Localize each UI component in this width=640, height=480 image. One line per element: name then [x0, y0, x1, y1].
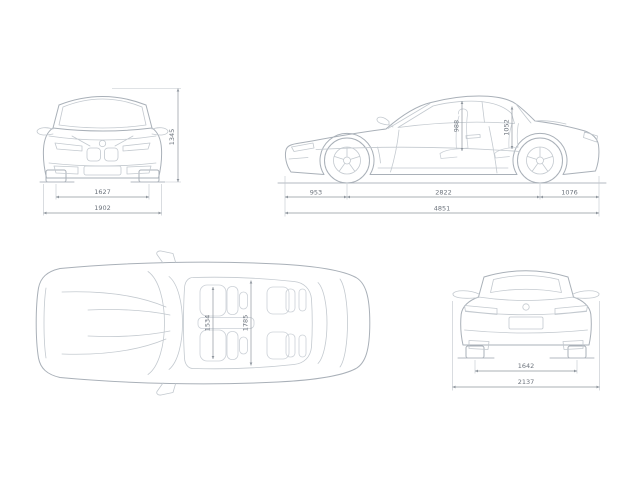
front-seat-back-right: [226, 331, 239, 360]
dimension-label-headroom-rear: 1052: [503, 119, 511, 136]
rear-tire: [517, 137, 563, 184]
rear-seat-left: [266, 286, 290, 315]
front-details: [36, 127, 169, 175]
roll-hoop-left: [298, 288, 307, 312]
dimension-label-rear-overhang: 1076: [561, 189, 578, 197]
rear-wheel-spokes: [527, 147, 553, 172]
extension-lines: [112, 88, 181, 183]
front-headrest-left: [239, 291, 248, 310]
dimension-label-rear-track: 1642: [518, 362, 535, 370]
dim-front-track: 1627: [55, 184, 150, 200]
extension-lines: [452, 301, 600, 391]
rear-body-outline: [460, 270, 592, 346]
dimension-label-overall-length: 4851: [434, 205, 451, 213]
rear-view: [452, 270, 600, 359]
rear-seat-back-left: [285, 288, 296, 313]
dimension-label-front-width: 1902: [94, 204, 111, 212]
rear-seat-back-right: [285, 333, 296, 358]
side-glass-and-top: [387, 100, 532, 129]
dimension-label-wheelbase: 2822: [435, 189, 452, 197]
rear-seat-right: [266, 331, 290, 360]
center-console: [197, 317, 255, 329]
roll-hoop-right: [298, 334, 307, 358]
dim-rear-track: 1642: [474, 360, 578, 374]
dim-side-headroom-front: 988: [453, 101, 464, 151]
dim-side-headroom-rear: 1052: [503, 106, 514, 149]
rear-hub: [536, 156, 544, 165]
license-plate-recess: [508, 316, 544, 330]
dim-front-width: 1902: [43, 184, 162, 216]
front-headrest-right: [239, 336, 248, 355]
top-cabin-opening: [183, 276, 313, 370]
side-details: [288, 116, 598, 174]
front-tire: [324, 137, 370, 184]
front-rim: [333, 146, 361, 175]
side-view: [277, 95, 607, 184]
dim-top-width-rear: 1785: [242, 280, 253, 366]
dimension-label-front-track: 1627: [94, 188, 111, 196]
front-windshield: [58, 98, 147, 129]
dimension-label-front-height: 1345: [168, 129, 176, 146]
dim-front-height: 1345: [112, 88, 181, 183]
dim-top-width-front: 1534: [204, 287, 215, 359]
extension-lines: [43, 184, 162, 216]
top-seats: [197, 284, 307, 362]
top-details: [43, 250, 348, 396]
brand-roundel: [98, 139, 107, 148]
front-body-outline: [42, 96, 163, 179]
front-wheel-spokes: [334, 147, 360, 172]
dimension-label-headroom-front: 988: [453, 120, 461, 132]
dimension-label-front-overhang: 953: [310, 189, 322, 197]
front-center-intake: [83, 165, 122, 176]
dim-side-lengths: 953 2822 1076 4851: [284, 176, 600, 217]
front-hub: [343, 156, 351, 165]
top-body-outline: [35, 261, 371, 385]
dimension-label-interior-width-front: 1534: [204, 315, 212, 332]
dimension-label-interior-width-rear: 1785: [242, 315, 250, 332]
kidney-grille-left: [86, 147, 101, 162]
side-body-outline: [284, 95, 600, 175]
dim-rear-width: 2137: [452, 301, 600, 391]
kidney-grille-right: [104, 147, 119, 162]
rear-brand-roundel: [522, 303, 530, 311]
dimension-label-rear-width-mirrors: 2137: [518, 378, 535, 386]
rear-rim: [526, 146, 554, 175]
front-view: [36, 96, 169, 183]
front-seat-back-left: [226, 286, 239, 315]
rear-details: [452, 275, 600, 350]
